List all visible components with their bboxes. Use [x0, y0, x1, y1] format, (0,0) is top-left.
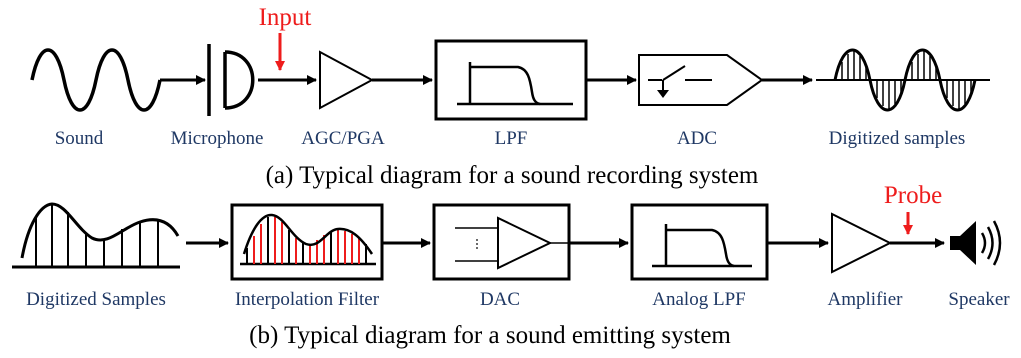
- caption-b: (b) Typical diagram for a sound emitting…: [249, 322, 731, 349]
- speaker-icon: [950, 220, 1002, 266]
- lpf-block: [434, 39, 588, 121]
- agc-pga-amplifier: [319, 50, 375, 110]
- analog-lpf-block: [630, 203, 769, 281]
- label-digitized-samples-b: Digitized Samples: [26, 289, 166, 310]
- label-microphone: Microphone: [170, 128, 264, 149]
- dac-block: [432, 203, 571, 281]
- caption-a: (a) Typical diagram for a sound recordin…: [265, 162, 759, 189]
- amplifier-triangle: [831, 212, 893, 274]
- label-dac: DAC: [479, 289, 521, 310]
- digitized-samples-envelope-icon: [12, 202, 180, 269]
- label-amplifier: Amplifier: [827, 289, 903, 310]
- input-label: Input: [258, 4, 312, 31]
- label-interpolation-filter: Interpolation Filter: [234, 289, 380, 310]
- label-lpf: LPF: [494, 128, 528, 149]
- label-sound: Sound: [54, 128, 104, 149]
- label-analog-lpf: Analog LPF: [652, 289, 746, 310]
- probe-label: Probe: [883, 182, 943, 209]
- label-speaker: Speaker: [948, 289, 1010, 310]
- label-digitized-samples: Digitized samples: [828, 128, 966, 149]
- label-adc: ADC: [676, 128, 718, 149]
- digitized-samples-wave-icon: [816, 48, 990, 112]
- interpolation-filter-block: [230, 203, 384, 281]
- microphone-icon: [207, 44, 255, 116]
- sound-wave-icon: [30, 48, 162, 112]
- adc-block: [638, 54, 764, 106]
- label-agc-pga: AGC/PGA: [301, 128, 385, 149]
